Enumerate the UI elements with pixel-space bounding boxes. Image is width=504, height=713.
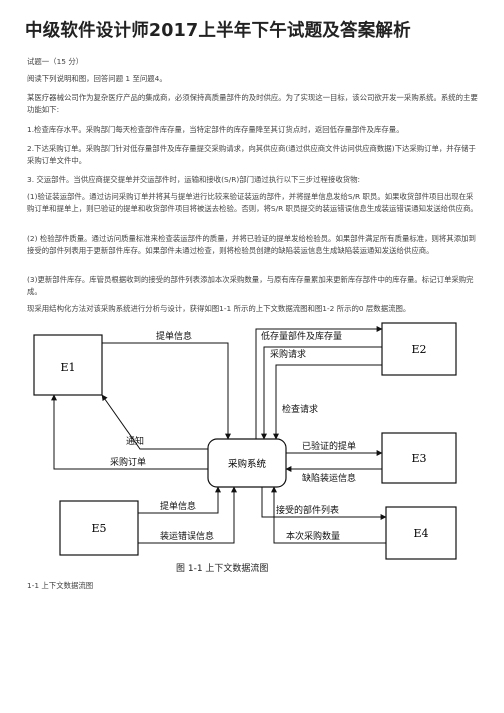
flow-label-bill-info-top: 提单信息 [156, 330, 192, 342]
step-3-paragraph: (3)更新部件库存。库管员根据收到的接受的部件列表添加本次采购数量，与原有库存量… [27, 275, 474, 296]
flow-label-check-request: 检查请求 [282, 403, 318, 415]
flow-bill-info-bottom-line [138, 486, 221, 514]
flow-label-verified-bill: 已验证的提单 [302, 440, 356, 452]
flow-label-purchase-order: 采购订单 [110, 456, 146, 468]
question-heading: 试题一（15 分） [27, 57, 84, 66]
flow-purchase-qty-line [271, 486, 386, 544]
flow-purchase-request-line [261, 346, 382, 440]
intro-paragraph: 某医疗器械公司作为复杂医疗产品的集成商，必须保持高质量部件的及时供应。为了实现这… [27, 93, 478, 114]
entity-e4-label: E4 [413, 527, 428, 540]
flow-label-defect-info: 缺陷装运信息 [302, 472, 356, 484]
flow-label-shipping-error: 装运错误信息 [160, 530, 214, 542]
process-label: 采购系统 [228, 458, 267, 470]
entity-e3: E3 [381, 432, 457, 484]
entity-e1: E1 [33, 334, 103, 396]
entity-e2: E2 [381, 322, 457, 376]
flow-accepted-parts-line [261, 487, 387, 520]
flow-bill-info-top-line [102, 342, 231, 440]
flow-label-low-stock: 低存量部件及库存量 [261, 330, 342, 342]
entity-e5-label: E5 [91, 522, 106, 535]
step-1-paragraph: (1)验证装运部件。通过访问采购订单并将其与提单进行比较来验证装运的部件，并将提… [27, 192, 478, 213]
flow-shipping-error-line [138, 486, 237, 544]
entity-e4: E4 [385, 506, 457, 560]
analysis-paragraph: 现采用结构化方法对该采购系统进行分析与设计，获得如图1-1 所示的上下文数据流图… [27, 304, 411, 313]
entity-e5: E5 [59, 500, 139, 556]
flow-check-request-line [273, 364, 382, 440]
page-title: 中级软件设计师2017上半年下午试题及答案解析 [25, 21, 411, 41]
entity-e3-label: E3 [411, 452, 426, 465]
flow-notice-line [101, 394, 208, 450]
flow-label-notice: 通知 [126, 435, 144, 447]
function-2-paragraph: 2.下达采购订单。采购部门针对低存量部件及库存量提交采购请求，向其供应商(通过供… [27, 144, 476, 165]
diagram-svg: E1 E2 E3 E4 E5 采购系统 [33, 322, 457, 560]
process-purchasing-system: 采购系统 [207, 438, 287, 488]
step-2-paragraph: (2) 检验部件质量。通过访问质量标准来检查装运部件的质量，并将已验证的提单发给… [27, 234, 476, 255]
context-dataflow-diagram: E1 E2 E3 E4 E5 采购系统 [30, 321, 474, 561]
flow-purchase-order-line [51, 394, 208, 470]
flow-label-accepted-parts: 接受的部件列表 [276, 504, 339, 516]
instruction-text: 阅读下列说明和图，回答问题 1 至问题4。 [27, 74, 167, 83]
entity-e1-label: E1 [60, 361, 75, 374]
function-1-paragraph: 1.检查库存水平。采购部门每天检查部件库存量，当特定部件的库存量降至其订货点时，… [27, 125, 404, 134]
function-3-paragraph: 3. 交运部件。当供应商提交提单并交运部件时，运输和接收(S/R)部门通过执行以… [27, 175, 360, 184]
flow-label-purchase-request: 采购请求 [270, 348, 306, 360]
figure-caption: 图 1-1 上下文数据流图 [176, 564, 269, 574]
figure-reference-text: 1-1 上下文数据流图 [27, 581, 94, 590]
entity-e2-label: E2 [411, 343, 426, 356]
flow-low-stock-line [255, 326, 383, 439]
flow-label-purchase-qty: 本次采购数量 [286, 530, 340, 542]
flow-label-bill-info-bottom: 提单信息 [160, 500, 196, 512]
